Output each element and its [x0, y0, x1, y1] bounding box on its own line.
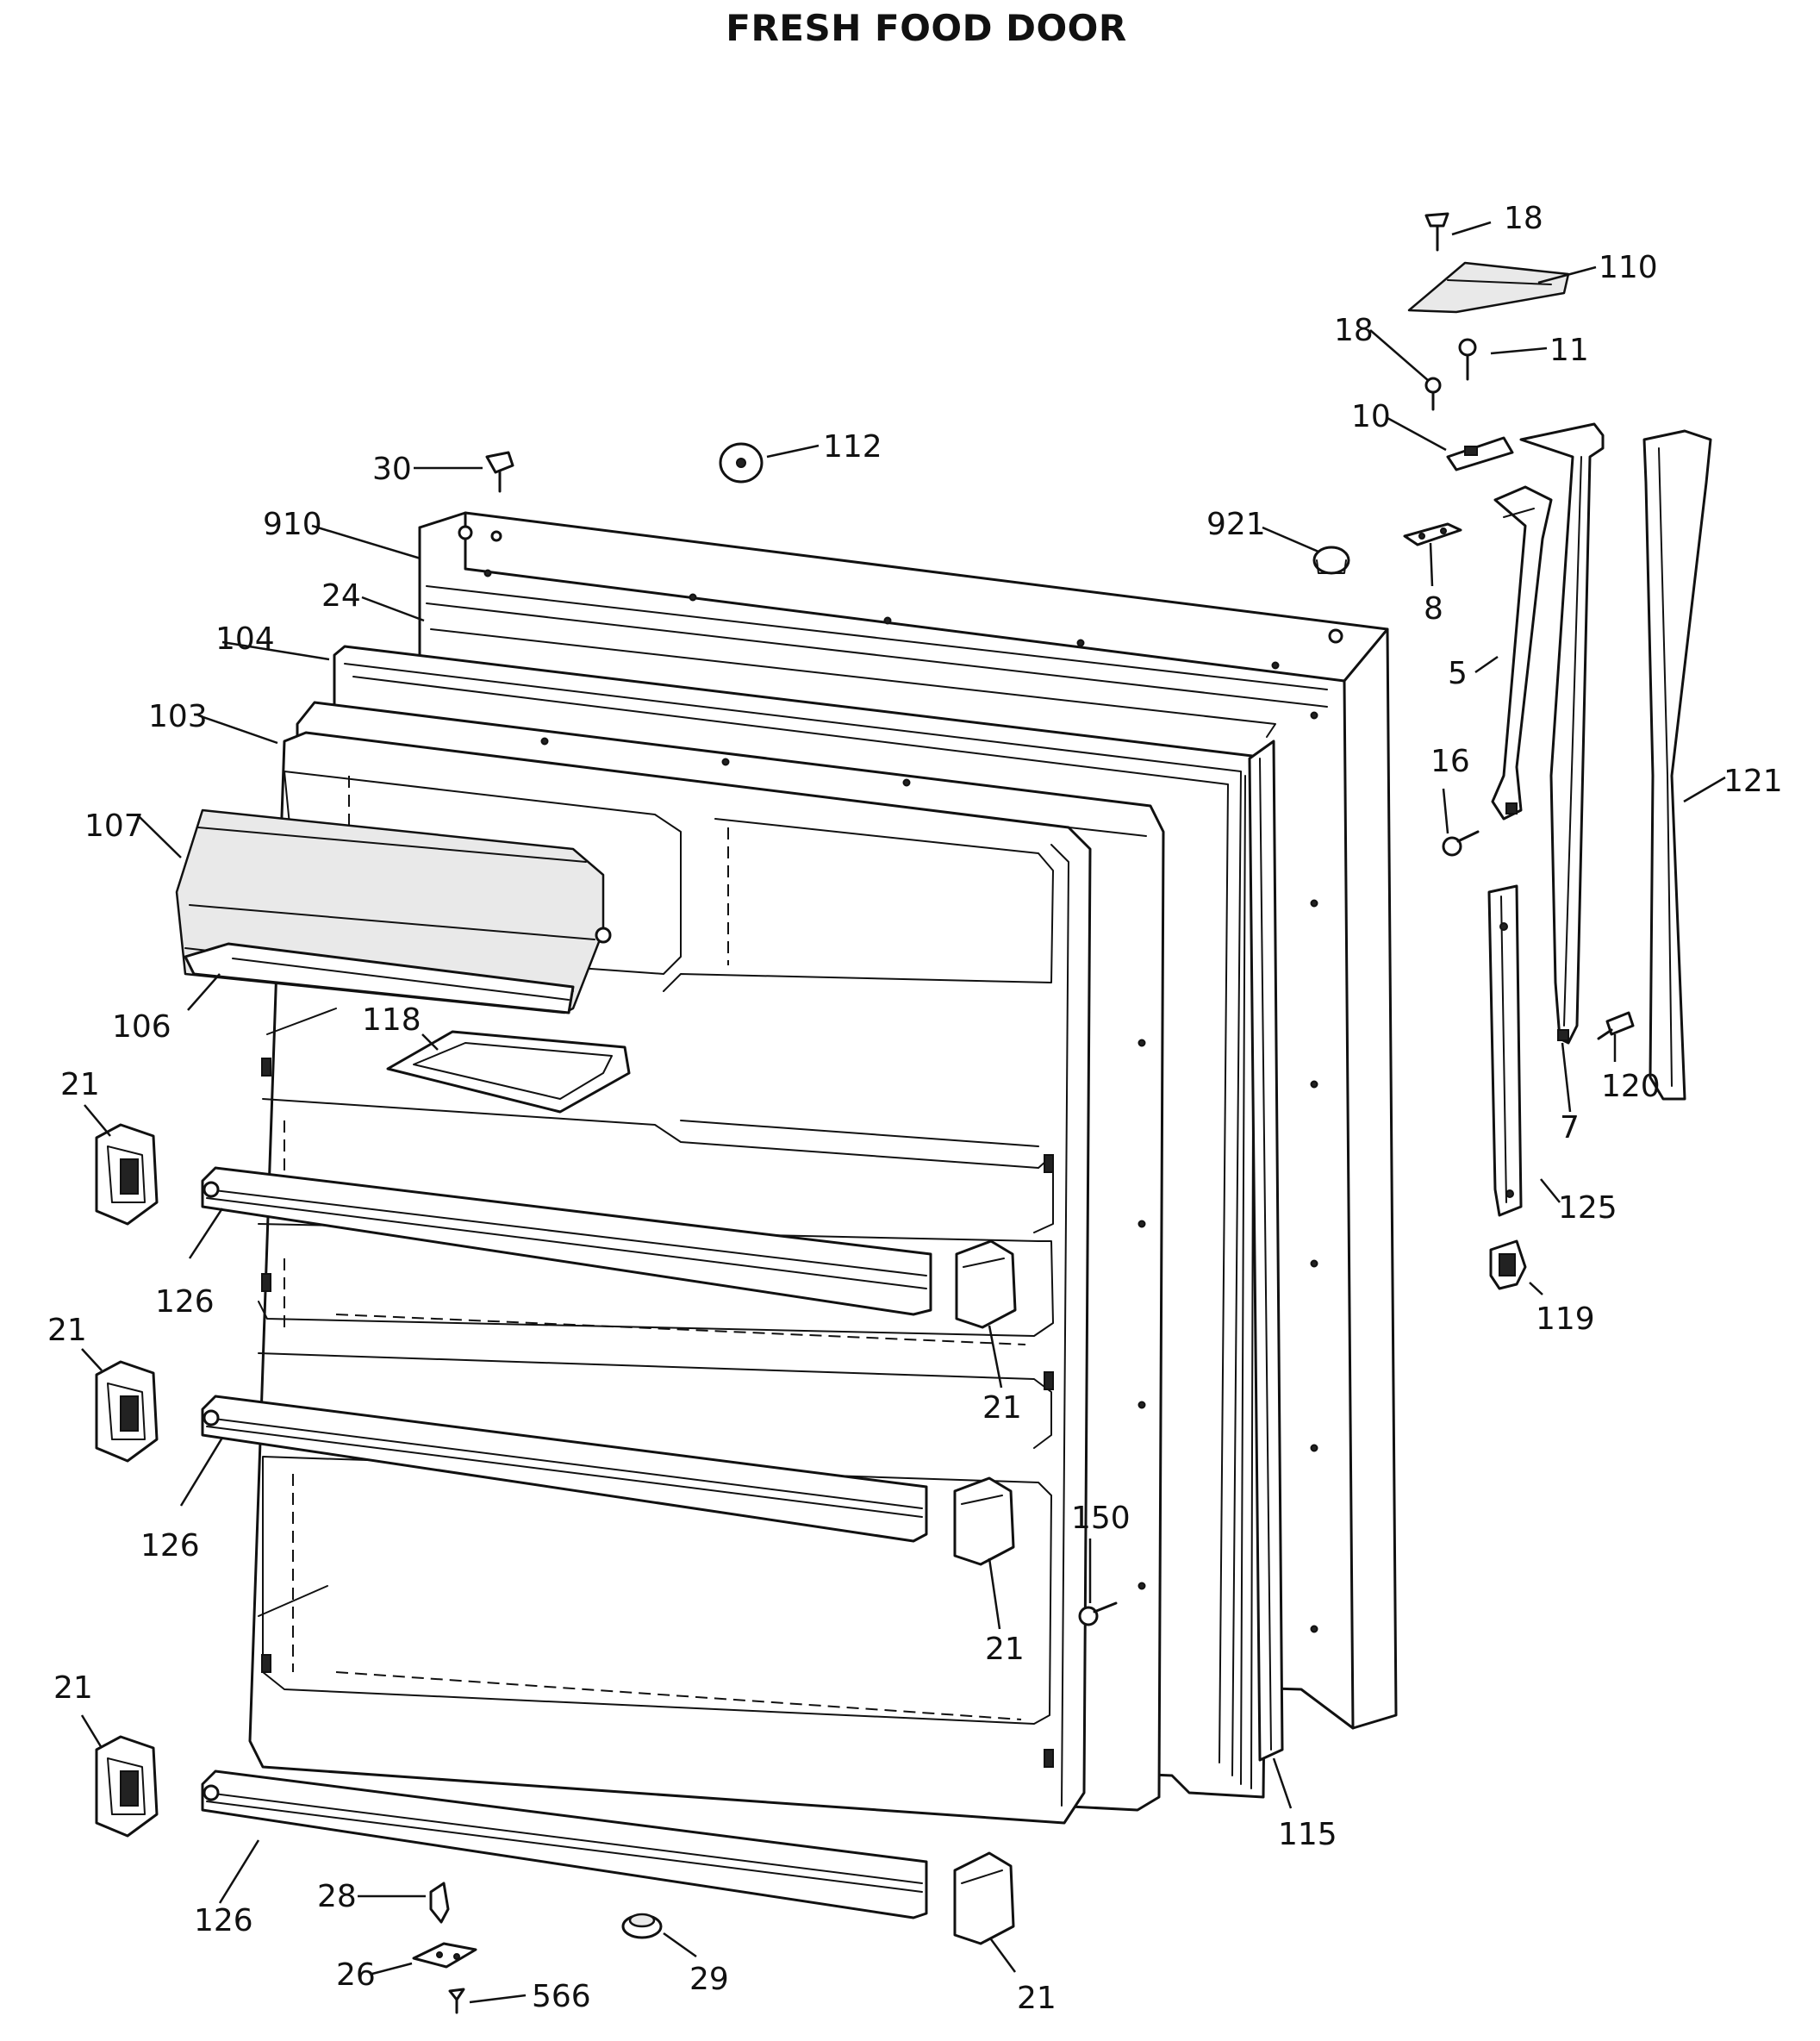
label-21: 21 [60, 1067, 100, 1102]
diagram-title: FRESH FOOD DOOR [726, 7, 1127, 49]
hinge-plate-10 [1446, 436, 1514, 471]
shelf-end-cap-right-1 [955, 1239, 1017, 1329]
label-8: 8 [1424, 591, 1443, 627]
screw-30 [485, 451, 514, 493]
label-21: 21 [1017, 1981, 1056, 2016]
screw-18-mid [1424, 377, 1442, 411]
part-labels: 18 110 18 11 10 112 30 910 921 8 24 104 … [47, 201, 1783, 2016]
screw-150 [1078, 1601, 1118, 1626]
screw-566 [448, 1988, 465, 2014]
label-21: 21 [982, 1390, 1022, 1426]
hinge-cover-110 [1407, 261, 1570, 314]
screw-18-top [1424, 212, 1449, 252]
label-103: 103 [148, 699, 208, 734]
label-125: 125 [1558, 1190, 1617, 1226]
mounting-bar-125 [1487, 884, 1523, 1217]
bracket-26 [412, 1942, 477, 1969]
leader-lines [80, 221, 1726, 2004]
label-28: 28 [317, 1879, 357, 1914]
label-5: 5 [1448, 656, 1468, 691]
label-118: 118 [362, 1002, 421, 1038]
shelf-bar-middle [201, 1395, 928, 1543]
label-126: 126 [155, 1284, 215, 1320]
label-121: 121 [1723, 764, 1783, 799]
handle-trim-121 [1642, 429, 1712, 1101]
label-29: 29 [689, 1962, 729, 1997]
label-18: 18 [1504, 201, 1543, 236]
label-7: 7 [1560, 1110, 1580, 1145]
hinge-bracket-8 [1403, 522, 1462, 546]
label-106: 106 [112, 1009, 171, 1045]
label-921: 921 [1206, 507, 1266, 542]
label-24: 24 [321, 578, 361, 614]
shelf-end-cap-left-2 [95, 1360, 159, 1463]
label-910: 910 [263, 507, 322, 542]
label-126: 126 [194, 1903, 253, 1938]
seal-strip [1248, 740, 1284, 1762]
shelf-end-cap-left-1 [95, 1123, 159, 1226]
butter-tray [386, 1030, 631, 1114]
shelf-bar-upper [201, 1166, 932, 1316]
label-119: 119 [1536, 1301, 1595, 1337]
label-21: 21 [53, 1670, 93, 1706]
handle-end-cap-5 [1491, 485, 1553, 821]
screw-11 [1458, 338, 1477, 381]
label-11: 11 [1549, 333, 1589, 368]
label-112: 112 [823, 429, 882, 465]
screw-16 [1442, 830, 1480, 857]
label-104: 104 [215, 621, 275, 657]
label-16: 16 [1430, 744, 1470, 779]
label-115: 115 [1278, 1817, 1337, 1852]
screw-120 [1597, 1011, 1635, 1040]
shelf-bar-lower [201, 1769, 928, 1919]
shelf-end-cap-right-2 [953, 1476, 1015, 1566]
handle-7 [1519, 422, 1605, 1045]
label-107: 107 [84, 808, 144, 844]
shelf-end-cap-right-3 [953, 1851, 1015, 1945]
label-110: 110 [1599, 250, 1658, 285]
label-18: 18 [1334, 313, 1374, 348]
plug-button-921 [1312, 546, 1350, 575]
label-21: 21 [985, 1632, 1025, 1667]
dairy-compartment-door [175, 808, 612, 1014]
plug-button-112 [719, 442, 764, 484]
label-120: 120 [1601, 1069, 1661, 1104]
label-126: 126 [140, 1528, 200, 1564]
label-21: 21 [47, 1313, 87, 1348]
label-26: 26 [336, 1957, 376, 1993]
shelf-end-cap-left-3 [95, 1735, 159, 1838]
label-150: 150 [1071, 1501, 1131, 1536]
label-10: 10 [1351, 399, 1391, 434]
grommet-29 [621, 1913, 663, 1939]
pin-28 [429, 1882, 450, 1924]
label-566: 566 [532, 1979, 591, 2014]
clip-119 [1489, 1239, 1527, 1290]
label-30: 30 [372, 452, 412, 487]
